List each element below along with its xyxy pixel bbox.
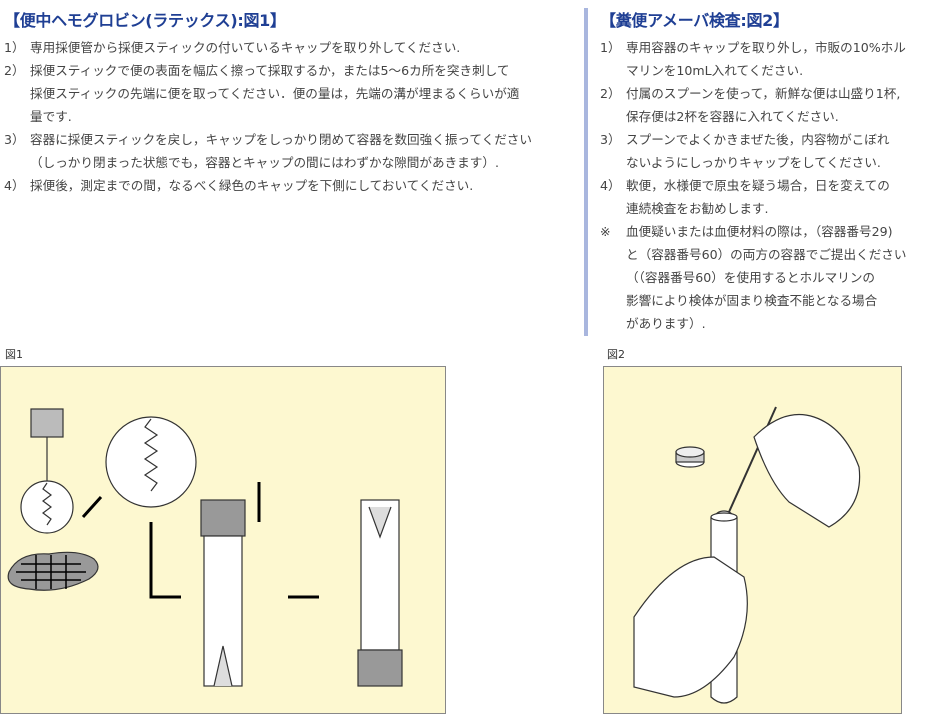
list-item: 1） 専用採便管から採便スティックの付いているキャップを取り外してください. — [4, 36, 579, 59]
magnified-stick — [105, 416, 197, 508]
figure2-illustration — [603, 366, 902, 714]
item-number: ※ — [600, 224, 611, 239]
instruction-list: 1） 専用容器のキャップを取り外し，市販の10%ホルマリンを10mL入れてください… — [600, 36, 935, 335]
list-item: 4） 採便後，測定までの間，なるべく緑色のキャップを下側にしておいてください. — [4, 174, 579, 197]
list-item: 3） スプーンでよくかきまぜた後，内容物がこぼれないようにしっかりキャップをしてく… — [600, 128, 935, 174]
item-number: 3） — [4, 132, 25, 147]
figure1-label: 図1 — [5, 348, 23, 361]
scrub-arrows-icon — [16, 555, 86, 589]
item-number: 1） — [600, 40, 621, 55]
item-number: 1） — [4, 40, 25, 55]
magnified-stick-tip — [20, 480, 74, 534]
item-text-line: （（容器番号60）を使用するとホルマリンの — [626, 270, 876, 285]
item-text-line: マリンを10mL入れてください. — [626, 63, 804, 78]
item-text-line: 影響により検体が固まり検査不能となる場合 — [626, 293, 878, 308]
item-text-line: ないようにしっかりキャップをしてください. — [626, 155, 881, 170]
item-number: 4） — [4, 178, 25, 193]
figure1-illustration — [0, 366, 446, 714]
item-number: 2） — [600, 86, 621, 101]
list-item: 2） 採便スティックで便の表面を幅広く擦って採取するか，または5～6カ所を突き刺し… — [4, 59, 579, 128]
instruction-list: 1） 専用採便管から採便スティックの付いているキャップを取り外してください. 2） 採… — [4, 36, 579, 197]
fecal-hemoglobin-section: 【便中ヘモグロビン(ラテックス):図1】 1） 専用採便管から採便スティックの付い… — [4, 8, 579, 197]
item-number: 3） — [600, 132, 621, 147]
item-text-line: 軟便，水様便で原虫を疑う場合，日を変えての — [626, 178, 890, 193]
section-title: 【糞便アメーバ検査:図2】 — [600, 11, 789, 30]
item-text-line: があります）. — [626, 316, 706, 331]
arrow-icon — [81, 495, 103, 519]
item-text-line: 採便後，測定までの間，なるべく緑色のキャップを下側にしておいてください. — [30, 178, 474, 193]
right-hand — [753, 413, 861, 528]
container-cap-up — [200, 499, 246, 687]
left-hand — [633, 556, 748, 698]
item-text-line: 血便疑いまたは血便材料の際は，（容器番号29) — [626, 224, 893, 239]
item-number: 4） — [600, 178, 621, 193]
list-item: ※ 血便疑いまたは血便材料の際は，（容器番号29) と（容器番号60）の両方の容器で… — [600, 220, 935, 335]
item-text-line: 容器に採便スティックを戻し，キャップをしっかり閉めて容器を数回強く振ってください — [30, 132, 532, 147]
item-text-line: と（容器番号60）の両方の容器でご提出ください — [626, 247, 907, 262]
list-item: 2） 付属のスプーンを使って，新鮮な便は山盛り1杯, 保存便は2杯を容器に入れてくだ… — [600, 82, 935, 128]
figure2-label: 図2 — [607, 348, 625, 361]
item-text-line: 付属のスプーンを使って，新鮮な便は山盛り1杯, — [626, 86, 901, 101]
list-item: 3） 容器に採便スティックを戻し，キャップをしっかり閉めて容器を数回強く振ってくだ… — [4, 128, 579, 174]
list-item: 1） 専用容器のキャップを取り外し，市販の10%ホルマリンを10mL入れてください… — [600, 36, 935, 82]
item-text-line: 専用容器のキャップを取り外し，市販の10%ホル — [626, 40, 906, 55]
amoeba-exam-section: 【糞便アメーバ検査:図2】 1） 専用容器のキャップを取り外し，市販の10%ホルマ… — [600, 8, 935, 335]
item-text-line: 採便スティックの先端に便を取ってください．便の量は，先端の溝が埋まるくらいが適 — [30, 86, 520, 101]
container-cap — [675, 446, 705, 468]
container-cap-down — [357, 499, 403, 687]
item-text-line: 保存便は2杯を容器に入れてください. — [626, 109, 839, 124]
arrow-icon — [149, 522, 181, 599]
section-divider — [584, 8, 588, 336]
item-text-line: 専用採便管から採便スティックの付いているキャップを取り外してください. — [30, 40, 461, 55]
item-number: 2） — [4, 63, 25, 78]
section-title: 【便中ヘモグロビン(ラテックス):図1】 — [4, 11, 286, 30]
item-text-line: スプーンでよくかきまぜた後，内容物がこぼれ — [626, 132, 890, 147]
cap-with-stick — [30, 408, 64, 482]
item-text-line: 採便スティックで便の表面を幅広く擦って採取するか，または5～6カ所を突き刺して — [30, 63, 510, 78]
item-text-line: 量です. — [30, 109, 72, 124]
list-item: 4） 軟便，水様便で原虫を疑う場合，日を変えての連続検査をお勧めします. — [600, 174, 935, 220]
item-text-line: 連続検査をお勧めします. — [626, 201, 769, 216]
item-text-line: （しっかり閉まった状態でも，容器とキャップの間にはわずかな隙間があきます）. — [30, 155, 499, 170]
